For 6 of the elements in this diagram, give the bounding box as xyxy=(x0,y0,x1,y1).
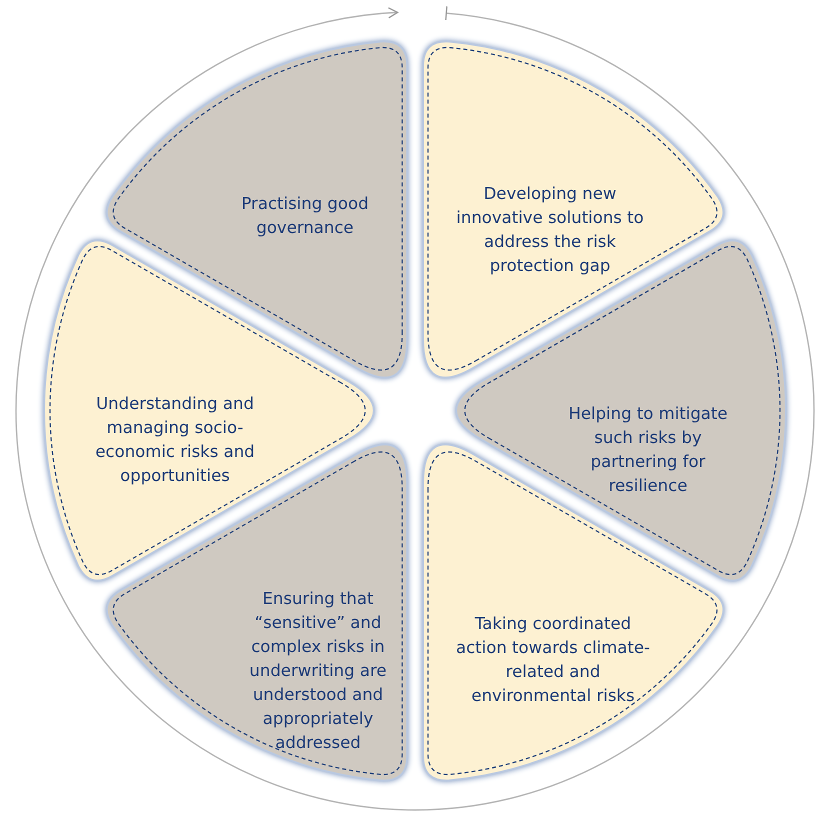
segment-text: Practising good governance xyxy=(240,192,370,239)
segment-text: Helping to mitigate such risks by partnering for resilience xyxy=(567,402,729,497)
segment-text: Understanding and managing socio-economic risks and opportunities xyxy=(95,392,255,487)
segment-text: Ensuring that “sensitive” and complex risks in underwriting are understood and appropriately addressed xyxy=(248,588,388,754)
segment-text: Taking coordinated action towards climate-related and environmental risks xyxy=(454,612,651,707)
segment-text: Developing new innovative solutions to address the risk protection gap xyxy=(455,182,645,277)
